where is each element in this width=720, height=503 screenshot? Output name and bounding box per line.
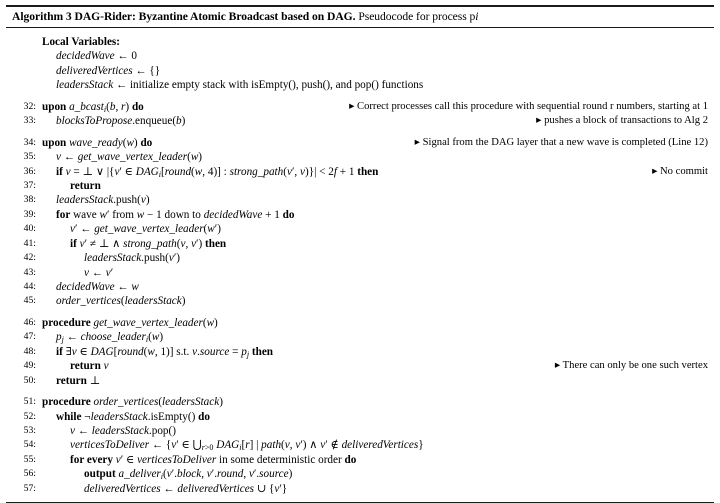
code-line-32: 32: upon a_bcasti(b, r) do ▸ Correct pro… <box>6 100 714 114</box>
code-line-39: 39: for wave w′ from w − 1 down to decid… <box>6 208 714 222</box>
code-line-55: 55: for every v′ ∈ verticesToDeliver in … <box>6 453 714 467</box>
line-comment: ▸ Correct processes call this procedure … <box>349 100 708 112</box>
spacer-1 <box>6 93 714 100</box>
code-line-42: 42: leadersStack.push(v′) <box>6 251 714 265</box>
line-number: 57: <box>23 482 36 494</box>
line-number: 52: <box>23 410 36 422</box>
line-number: 35: <box>23 151 36 163</box>
line-number: 48: <box>23 345 36 357</box>
algorithm-title-subscript: i <box>475 10 479 23</box>
code-line-56: 56: output a_deliveri(v′.block, v′.round… <box>6 467 714 481</box>
title-underrule <box>6 27 714 28</box>
line-number: 44: <box>23 281 36 292</box>
local-variables-label: Local Variables: <box>42 36 121 48</box>
local-variables-header: Local Variables: <box>6 35 714 49</box>
local-variable-decidedwave: decidedWave ← 0 <box>56 50 137 63</box>
pseudocode-body: Local Variables: decidedWave ← 0 deliver… <box>6 28 714 496</box>
algorithm-figure: Algorithm 3 DAG-Rider: Byzantine Atomic … <box>0 5 720 503</box>
code-line-45: 45: order_vertices(leadersStack) <box>6 294 714 308</box>
code-line-37: 37: return <box>6 179 714 193</box>
line-number: 47: <box>23 331 36 343</box>
code-line-47: 47: pj ← choose_leaderi(w) <box>6 330 714 344</box>
code-line-36: 36: if v = ⊥ ∨ |{v′ ∈ DAGi[round(w, 4)] … <box>6 165 714 179</box>
line-comment: ▸ No commit <box>652 165 708 177</box>
code-line-48: 48: if ∃v ∈ DAG[round(w, 1)] s.t. v.sour… <box>6 345 714 359</box>
code-line-50: 50: return ⊥ <box>6 374 714 388</box>
local-variable-deliveredvertices: deliveredVertices ← {} <box>56 64 161 77</box>
line-number: 41: <box>23 237 36 249</box>
code-line-33: 33: blocksToPropose.enqueue(b) ▸ pushes … <box>6 114 714 128</box>
code-line-41: 41: if v′ ≠ ⊥ ∧ strong_path(v, v′) then <box>6 237 714 251</box>
code-line-51: 51: procedure order_vertices(leadersStac… <box>6 395 714 409</box>
line-number: 37: <box>23 179 36 191</box>
code-line-54: 54: verticesToDeliver ← {v′ ∈ ⋃r>0 DAGi[… <box>6 438 714 452</box>
code-line-34: 34: upon wave_ready(w) do ▸ Signal from … <box>6 136 714 150</box>
line-number: 39: <box>23 208 36 220</box>
line-comment: ▸ pushes a block of transactions to Alg … <box>536 115 708 127</box>
code-line-40: 40: v′ ← get_wave_vertex_leader(w′) <box>6 222 714 236</box>
line-number: 51: <box>23 396 36 408</box>
code-line-38: 38: leadersStack.push(v) <box>6 193 714 207</box>
spacer-2 <box>6 129 714 136</box>
line-comment: ▸ There can only be one such vertex <box>554 360 708 372</box>
line-number: 46: <box>23 316 36 328</box>
algorithm-title-bold: Algorithm 3 DAG-Rider: Byzantine Atomic … <box>12 10 356 23</box>
line-number: 56: <box>23 468 36 480</box>
line-number: 53: <box>23 424 36 436</box>
code-line-53: 53: v ← leadersStack.pop() <box>6 424 714 438</box>
code-line-46: 46: procedure get_wave_vertex_leader(w) <box>6 316 714 330</box>
algorithm-title-rest: Pseudocode for process p <box>358 10 476 23</box>
line-number: 36: <box>23 165 36 177</box>
top-rule <box>6 5 714 7</box>
line-number: 34: <box>23 136 36 148</box>
line-number: 42: <box>23 252 36 264</box>
spacer-4 <box>6 388 714 395</box>
code-line-52: 52: while ¬leadersStack.isEmpty() do <box>6 410 714 424</box>
line-number: 45: <box>23 295 36 307</box>
code-line-43: 43: v ← v′ <box>6 266 714 280</box>
line-number: 49: <box>23 360 36 372</box>
line-number: 32: <box>23 100 36 112</box>
line-number: 33: <box>23 115 36 127</box>
spacer-3 <box>6 309 714 316</box>
line-number: 55: <box>23 453 36 465</box>
code-line-49: 49: return v ▸ There can only be one suc… <box>6 359 714 373</box>
line-number: 43: <box>23 266 36 278</box>
line-number: 54: <box>23 439 36 451</box>
line-number: 38: <box>23 194 36 206</box>
algorithm-title: Algorithm 3 DAG-Rider: Byzantine Atomic … <box>6 7 714 27</box>
code-line-35: 35: v ← get_wave_vertex_leader(w) <box>6 150 714 164</box>
code-line-44: 44: decidedWave ← w <box>6 280 714 294</box>
local-variable-leadersstack: leadersStack ← initialize empty stack wi… <box>56 79 424 92</box>
line-number: 50: <box>23 374 36 386</box>
line-number: 40: <box>23 223 36 235</box>
code-line-57: 57: deliveredVertices ← deliveredVertice… <box>6 482 714 496</box>
line-comment: ▸ Signal from the DAG layer that a new w… <box>414 136 708 148</box>
